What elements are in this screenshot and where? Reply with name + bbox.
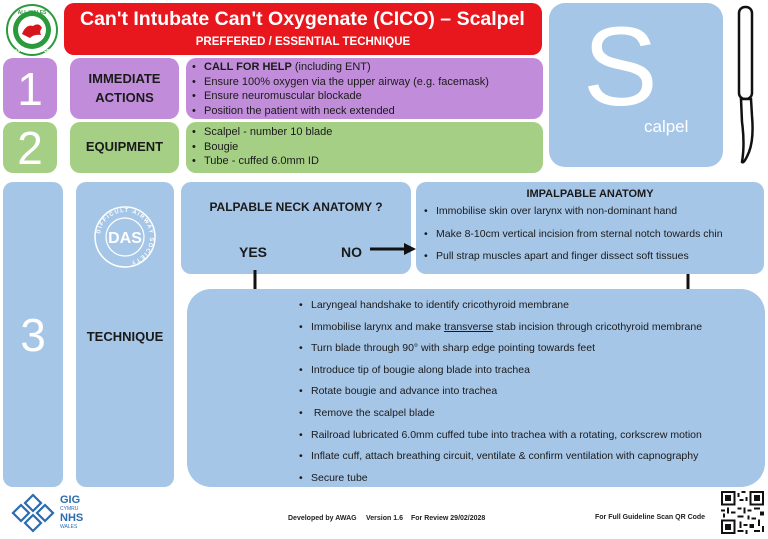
list-item: Rotate bougie and advance into trachea: [297, 381, 765, 403]
list-item-text: Ensure neuromuscular blockade: [204, 90, 362, 102]
list-item: Tube - cuffed 6.0mm ID: [190, 154, 539, 169]
step-2-number: 2: [3, 122, 57, 174]
list-item-text: Position the patient with neck extended: [204, 104, 395, 117]
list-item-text: Laryngeal handshake to identify cricothy…: [311, 299, 569, 311]
list-item: CALL FOR HELP (including ENT): [190, 60, 539, 75]
step-1-label-line1: IMMEDIATE: [88, 70, 161, 86]
big-s-rest: calpel: [644, 117, 689, 136]
step-3-number: 3: [3, 182, 63, 487]
list-item-text: (including ENT): [291, 61, 371, 73]
logo-text-bottom: AIRWAY GROUP: [14, 48, 49, 53]
nhs-line-nhs: NHS: [60, 512, 84, 524]
yes-label: YES: [239, 244, 268, 260]
impalpable-list: Immobilise skin over larynx with non-dom…: [422, 200, 758, 268]
nhs-line-cymru: CYMRU: [60, 506, 79, 512]
list-item-text: Rotate bougie and advance into trachea: [311, 385, 498, 398]
list-item: Bougie: [190, 140, 539, 155]
transverse-underlined-text: transverse: [444, 320, 494, 333]
equipment-list: Scalpel - number 10 blade Bougie Tube - …: [190, 125, 539, 169]
list-item: Make 8-10cm vertical incision from stern…: [422, 223, 758, 246]
step-1-number: 1: [3, 58, 57, 119]
list-item: Railroad lubricated 6.0mm cuffed tube in…: [297, 425, 765, 447]
list-item: Secure tube: [297, 468, 765, 490]
list-item: Ensure neuromuscular blockade: [190, 89, 539, 104]
das-letters: DAS: [108, 230, 142, 247]
list-item: Ensure 100% oxygen via the upper airway …: [190, 75, 539, 90]
page-subtitle: PREFFERED / ESSENTIAL TECHNIQUE: [195, 36, 411, 48]
list-item-text: Inflate cuff, attach breathing circuit, …: [311, 450, 699, 463]
title-banner: Can't Intubate Can't Oxygenate (CICO) – …: [64, 3, 542, 55]
step-1-label-line2: ACTIONS: [95, 89, 154, 105]
step-1-label: IMMEDIATE ACTIONS: [70, 58, 179, 119]
nhs-line-gig: GIG: [60, 494, 81, 506]
step-3-label-box: DIFFICULT AIRWAY SOCIETY DAS TECHNIQUE: [76, 182, 174, 487]
qr-instruction-text: For Full Guideline Scan QR Code: [595, 514, 706, 521]
list-item-text: Ensure 100% oxygen via the upper airway …: [204, 75, 489, 88]
list-item: Scalpel - number 10 blade: [190, 125, 539, 140]
list-item: Pull strap muscles apart and finger diss…: [422, 245, 758, 268]
list-item: Laryngeal handshake to identify cricothy…: [297, 295, 765, 317]
palpable-neck-box: PALPABLE NECK ANATOMY ? YES NO: [181, 182, 411, 274]
list-item-text: Railroad lubricated 6.0mm cuffed tube in…: [311, 428, 702, 441]
nhs-wales-logo: GIG CYMRU NHS WALES: [10, 492, 110, 534]
no-label: NO: [341, 244, 362, 260]
scalpel-icon: [732, 4, 762, 168]
immediate-actions-box: CALL FOR HELP (including ENT) Ensure 100…: [186, 58, 543, 119]
step-2-label: EQUIPMENT: [70, 122, 179, 173]
all-wales-airway-group-logo: ALL WALES AIRWAY GROUP: [6, 4, 58, 56]
review-date-text: For Review 29/02/2028: [411, 515, 486, 522]
qr-code[interactable]: [721, 491, 764, 534]
list-item-text: stab incision through cricothyroid membr…: [493, 320, 703, 333]
list-item: Immobilise larynx and make transverse st…: [297, 317, 765, 339]
impalpable-title: IMPALPABLE ANATOMY: [526, 188, 654, 200]
technique-list: Laryngeal handshake to identify cricothy…: [297, 295, 765, 489]
list-item: Remove the scalpel blade: [297, 403, 765, 425]
page-title: Can't Intubate Can't Oxygenate (CICO) – …: [80, 8, 525, 30]
scalpel-s-box: S calpel: [549, 3, 723, 167]
technique-steps-box: Laryngeal handshake to identify cricothy…: [187, 289, 765, 489]
list-item-text: Turn blade through 90° with sharp edge p…: [311, 342, 595, 355]
developed-by-text: Developed by AWAG: [288, 515, 357, 522]
step-3-label: TECHNIQUE: [86, 329, 164, 344]
equipment-box: Scalpel - number 10 blade Bougie Tube - …: [186, 122, 543, 173]
list-item: Immobilise skin over larynx with non-dom…: [422, 200, 758, 223]
list-item-text: Immobilise larynx and make: [311, 320, 445, 333]
das-logo: DIFFICULT AIRWAY SOCIETY DAS: [92, 204, 158, 270]
list-item-text: Remove the scalpel blade: [311, 406, 435, 419]
impalpable-anatomy-box: IMPALPABLE ANATOMY Immobilise skin over …: [416, 182, 764, 274]
list-item-text: Introduce tip of bougie along blade into…: [311, 363, 530, 376]
version-text: Version 1.6: [366, 515, 403, 522]
list-item: Position the patient with neck extended: [190, 104, 539, 119]
list-item: Introduce tip of bougie along blade into…: [297, 360, 765, 382]
immediate-actions-list: CALL FOR HELP (including ENT) Ensure 100…: [190, 60, 539, 118]
logo-text-top: ALL WALES: [18, 10, 47, 16]
list-item: Inflate cuff, attach breathing circuit, …: [297, 446, 765, 468]
call-for-help-text: CALL FOR HELP: [204, 61, 292, 73]
big-s-letter: S: [583, 4, 658, 129]
nhs-line-wales: WALES: [60, 524, 78, 530]
palpable-question: PALPABLE NECK ANATOMY ?: [209, 200, 383, 214]
list-item-text: Secure tube: [311, 471, 368, 484]
arrow-right-icon: [368, 241, 418, 257]
list-item: Turn blade through 90° with sharp edge p…: [297, 338, 765, 360]
